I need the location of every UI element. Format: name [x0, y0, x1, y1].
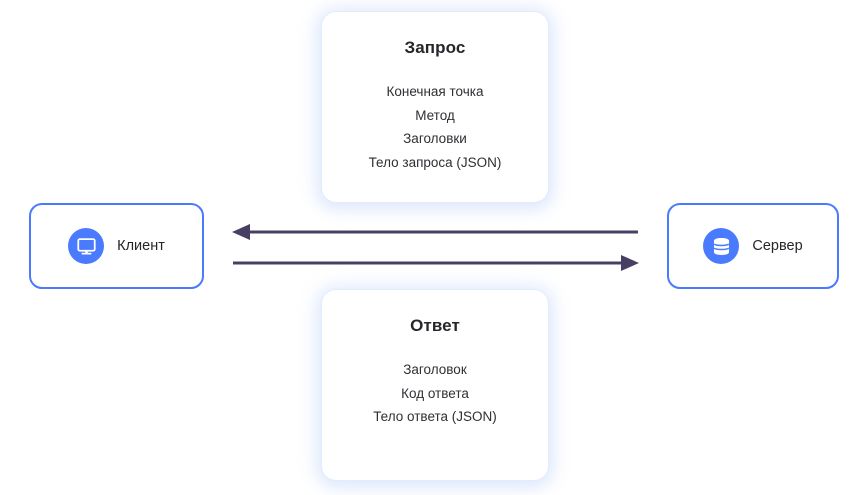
request-arrow [233, 255, 639, 271]
server-node-label: Сервер [752, 238, 803, 254]
list-item: Код ответа [401, 385, 469, 401]
response-card-list: Заголовок Код ответа Тело ответа (JSON) [322, 358, 548, 429]
list-item: Заголовки [403, 131, 467, 146]
server-node[interactable]: Сервер [667, 203, 839, 289]
response-card: Ответ Заголовок Код ответа Тело ответа (… [322, 290, 548, 480]
request-card: Запрос Конечная точка Метод Заголовки Те… [322, 12, 548, 202]
list-item: Конечная точка [386, 84, 484, 99]
client-node-label: Клиент [117, 238, 165, 254]
list-item: Тело ответа (JSON) [373, 409, 497, 424]
client-node-content: Клиент [68, 228, 165, 264]
server-node-content: Сервер [703, 228, 803, 264]
response-arrow [232, 224, 638, 240]
response-card-title: Ответ [410, 316, 460, 335]
request-card-title: Запрос [404, 38, 466, 57]
list-item: Заголовок [403, 362, 467, 377]
request-card-list: Конечная точка Метод Заголовки Тело запр… [322, 80, 548, 174]
monitor-icon [68, 228, 105, 264]
client-node[interactable]: Клиент [29, 203, 204, 289]
database-icon [703, 228, 740, 264]
list-item: Метод [415, 107, 455, 123]
list-item: Тело запроса (JSON) [368, 154, 502, 170]
